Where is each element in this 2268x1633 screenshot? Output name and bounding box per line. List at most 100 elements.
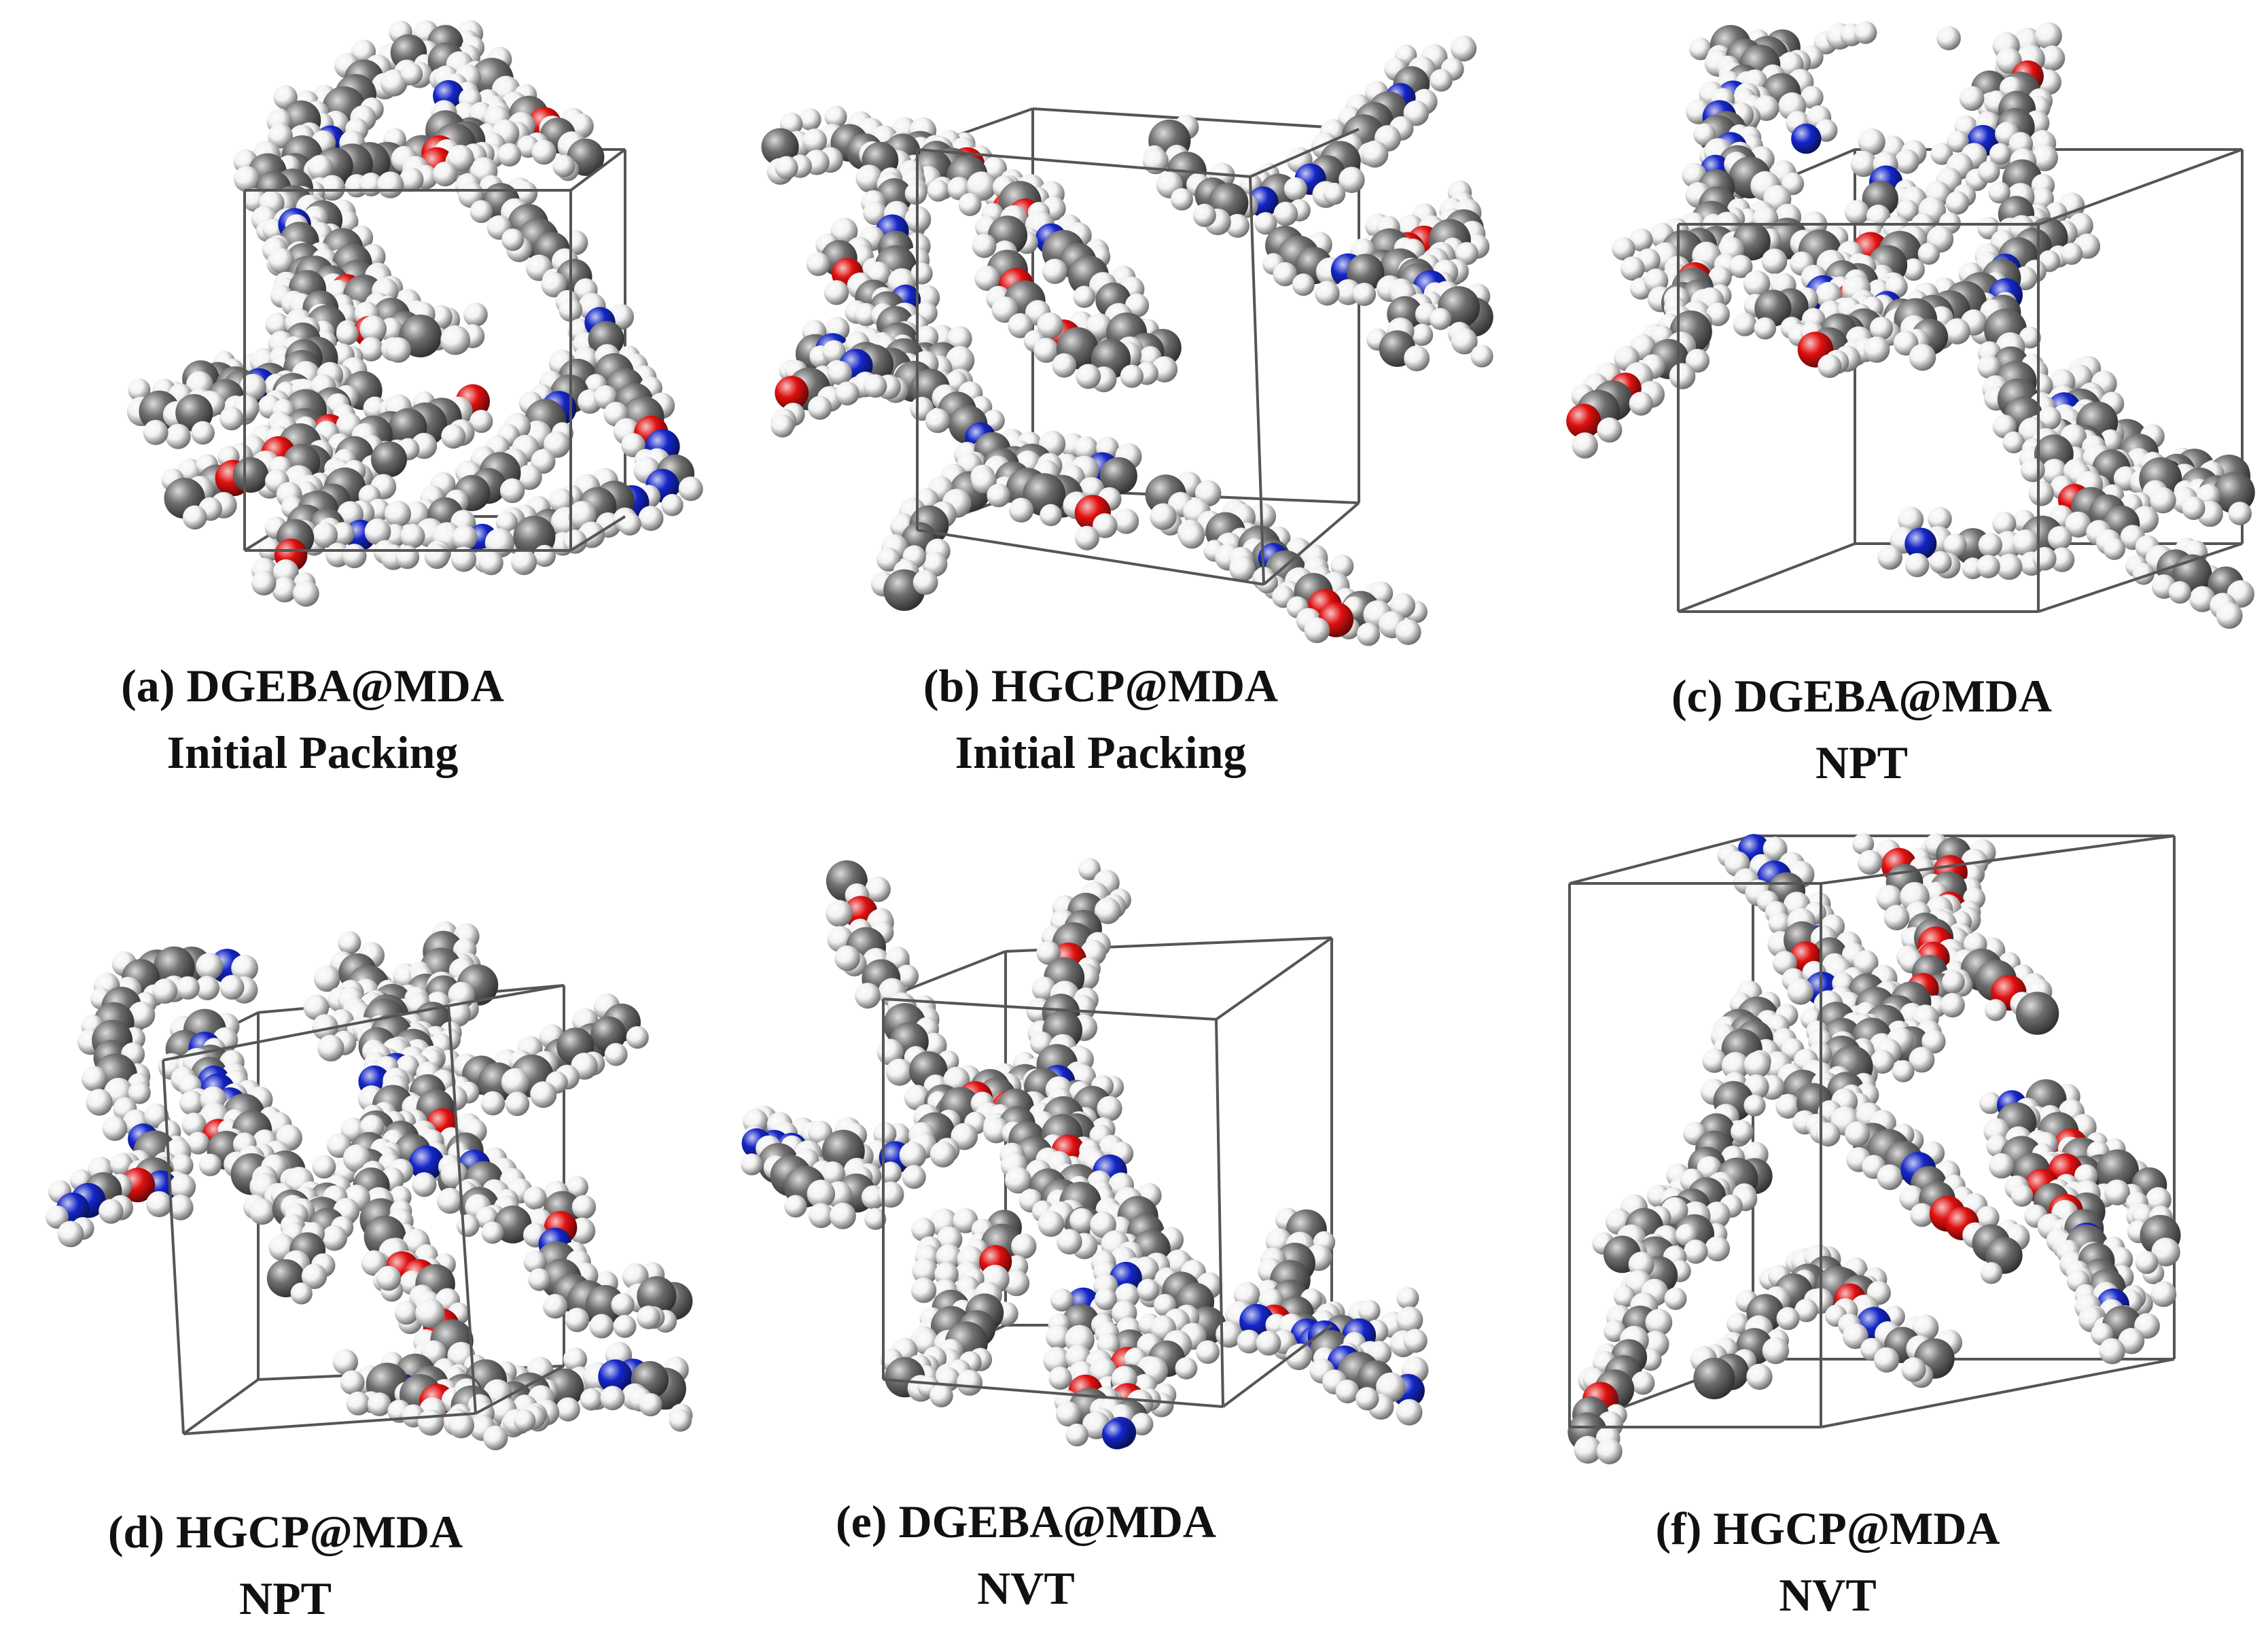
hydrogen-atom: [1403, 1329, 1428, 1353]
hydrogen-atom: [1852, 832, 1875, 855]
hydrogen-atom: [167, 1194, 194, 1221]
hydrogen-atom: [1335, 1380, 1360, 1404]
hydrogen-atom: [863, 374, 887, 398]
hydrogen-atom: [1857, 849, 1883, 875]
hydrogen-atom: [469, 410, 493, 433]
cell-box-front-edge: [448, 984, 565, 1007]
hydrogen-atom: [1597, 417, 1623, 443]
hydrogen-atom: [385, 337, 411, 363]
hydrogen-atom: [876, 547, 901, 572]
hydrogen-atom: [415, 1298, 445, 1328]
hydrogen-atom: [1470, 345, 1493, 368]
hydrogen-atom: [57, 1221, 84, 1248]
hydrogen-atom: [809, 1203, 834, 1229]
hydrogen-atom: [1917, 243, 1940, 265]
hydrogen-atom: [376, 1265, 402, 1291]
hydrogen-atom: [1689, 37, 1712, 60]
hydrogen-atom: [1702, 1048, 1727, 1073]
hydrogen-atom: [399, 167, 424, 192]
hydrogen-atom: [268, 248, 294, 274]
hydrogen-atom: [312, 1155, 336, 1179]
hydrogen-atom: [820, 1161, 845, 1187]
hydrogen-atom: [910, 1278, 937, 1303]
hydrogen-atom: [1042, 258, 1068, 284]
hydrogen-atom: [2150, 487, 2176, 514]
hydrogen-atom: [1011, 1233, 1037, 1259]
cell-box-back-edge: [1032, 107, 1360, 130]
panel-a: [41, 14, 720, 666]
hydrogen-atom: [1743, 1094, 1766, 1117]
hydrogen-atom: [2047, 526, 2072, 550]
hydrogen-atom: [364, 518, 391, 545]
hydrogen-atom: [589, 1314, 614, 1339]
hydrogen-atom: [478, 550, 503, 576]
hydrogen-atom: [661, 493, 684, 516]
molecular-model-a: [126, 20, 703, 607]
hydrogen-atom: [432, 161, 458, 187]
hydrogen-atom: [1708, 266, 1732, 289]
hydrogen-atom: [400, 523, 425, 548]
hydrogen-atom: [2118, 1328, 2145, 1354]
hydrogen-atom: [2032, 546, 2057, 571]
hydrogen-atom: [437, 1187, 463, 1214]
hydrogen-atom: [1225, 213, 1250, 238]
hydrogen-atom: [1396, 1399, 1423, 1426]
hydrogen-atom: [1323, 182, 1346, 205]
cell-box-front-edge: [917, 148, 1251, 178]
hydrogen-atom: [301, 1263, 327, 1289]
hydrogen-atom: [1596, 1438, 1623, 1464]
hydrogen-atom: [802, 128, 828, 153]
hydrogen-atom: [481, 1221, 504, 1244]
cell-box-front-edge: [162, 1004, 449, 1061]
hydrogen-atom: [1114, 508, 1139, 534]
hydrogen-atom: [1631, 1371, 1655, 1395]
hydrogen-atom: [1929, 550, 1952, 574]
hydrogen-atom: [1944, 318, 1970, 345]
cell-box-front-edge: [1820, 835, 2175, 885]
hydrogen-atom: [102, 1116, 128, 1141]
hydrogen-atom: [501, 228, 525, 251]
hydrogen-atom: [770, 414, 794, 438]
hydrogen-atom: [1612, 236, 1635, 261]
caption-b: (b) HGCP@MDA Initial Packing: [829, 652, 1372, 786]
hydrogen-atom: [1074, 436, 1099, 461]
carbon-atom: [232, 457, 269, 493]
hydrogen-atom: [902, 1165, 926, 1189]
hydrogen-atom: [1664, 1287, 1687, 1310]
hydrogen-atom: [552, 154, 575, 177]
hydrogen-atom: [231, 954, 258, 982]
hydrogen-atom: [2060, 243, 2083, 265]
hydrogen-atom: [1870, 1049, 1895, 1074]
hydrogen-atom: [1090, 1211, 1116, 1238]
hydrogen-atom: [523, 1186, 547, 1210]
hydrogen-atom: [879, 1161, 902, 1184]
hydrogen-atom: [249, 1198, 276, 1225]
hydrogen-atom: [447, 145, 474, 172]
hydrogen-atom: [1977, 160, 2000, 183]
caption-b-line2: Initial Packing: [955, 726, 1247, 778]
hydrogen-atom: [1037, 312, 1063, 339]
hydrogen-atom: [1693, 123, 1716, 146]
hydrogen-atom: [109, 1153, 133, 1176]
hydrogen-atom: [945, 346, 975, 375]
hydrogen-atom: [784, 1195, 807, 1218]
hydrogen-atom: [1787, 978, 1814, 1005]
hydrogen-atom: [2182, 496, 2205, 521]
hydrogen-atom: [1731, 1120, 1754, 1144]
hydrogen-atom: [947, 326, 972, 351]
hydrogen-atom: [571, 1195, 597, 1219]
hydrogen-atom: [179, 1090, 205, 1115]
hydrogen-atom: [128, 378, 151, 402]
hydrogen-atom: [1137, 1278, 1160, 1301]
hydrogen-atom: [1076, 364, 1101, 389]
hydrogen-atom: [1863, 336, 1890, 363]
cell-box-front-edge: [569, 148, 626, 192]
hydrogen-atom: [834, 945, 860, 971]
hydrogen-atom: [1273, 201, 1298, 226]
cell-box-front-edge: [1250, 128, 1360, 178]
hydrogen-atom: [1762, 837, 1788, 861]
hydrogen-atom: [195, 975, 219, 1000]
hydrogen-atom: [873, 1122, 897, 1146]
hydrogen-atom: [1928, 507, 1952, 531]
